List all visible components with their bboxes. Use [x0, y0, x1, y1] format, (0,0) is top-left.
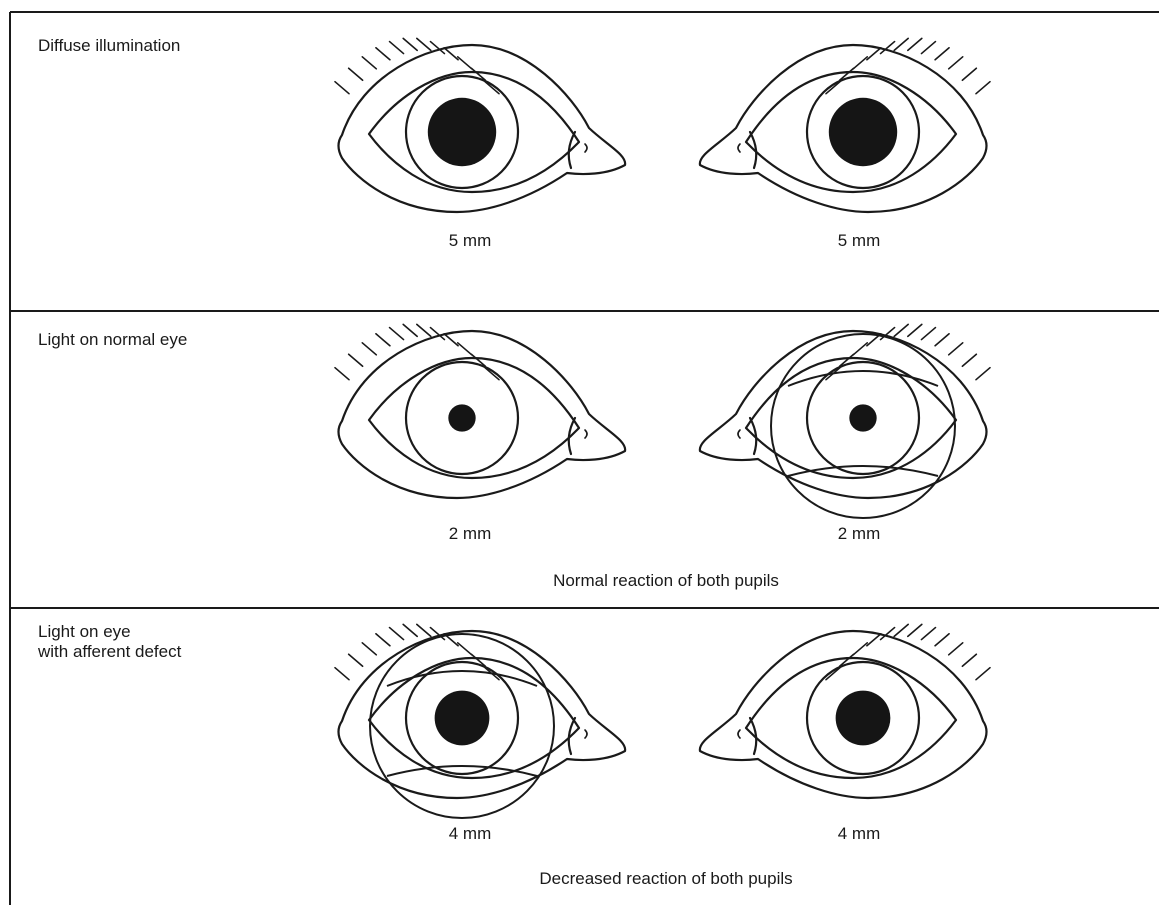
caption-decreased-reaction: Decreased reaction of both pupils: [416, 869, 916, 889]
panel-label-afferent-defect: Light on eye with afferent defect: [38, 622, 181, 662]
pupil: [435, 691, 490, 746]
right-pupil-size-afferent: 4 mm: [809, 824, 909, 844]
pupil: [836, 691, 891, 746]
left-pupil-size-diffuse: 5 mm: [420, 231, 520, 251]
panel-label-line: with afferent defect: [38, 642, 181, 662]
right-eye-panel-2: [700, 324, 990, 518]
pupil: [428, 98, 496, 166]
left-pupil-size-afferent: 4 mm: [420, 824, 520, 844]
right-pupil-size-normal: 2 mm: [809, 524, 909, 544]
caption-normal-reaction: Normal reaction of both pupils: [416, 571, 916, 591]
right-eye-panel-1: [700, 38, 990, 212]
panel-label-line: Light on eye: [38, 622, 181, 642]
panel-label-diffuse: Diffuse illumination: [38, 36, 180, 56]
panel-label-normal-eye: Light on normal eye: [38, 330, 187, 350]
pupil: [849, 404, 876, 431]
panel-label-line: Light on normal eye: [38, 330, 187, 350]
left-eye-panel-1: [335, 38, 625, 212]
pupil: [448, 404, 475, 431]
left-pupil-size-normal: 2 mm: [420, 524, 520, 544]
left-eye-panel-2: [335, 324, 625, 498]
right-eye-panel-3: [700, 624, 990, 798]
left-eye-panel-3: [335, 624, 625, 818]
eye-drawings: [335, 38, 990, 818]
right-pupil-size-diffuse: 5 mm: [809, 231, 909, 251]
pupil: [829, 98, 897, 166]
panel-label-line: Diffuse illumination: [38, 36, 180, 56]
